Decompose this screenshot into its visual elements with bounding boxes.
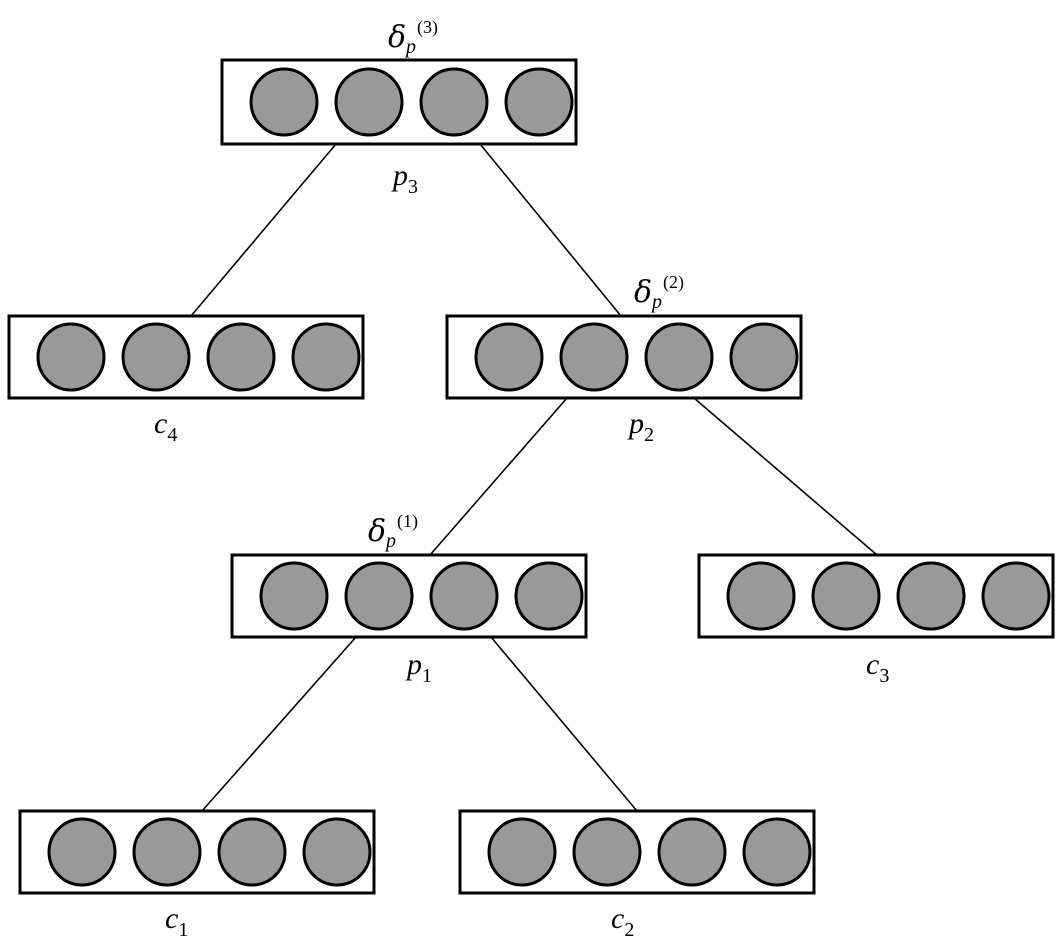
- svg-text:p: p: [650, 291, 662, 313]
- unit-circle: [36, 322, 106, 392]
- node-label-p1: p1: [405, 648, 432, 687]
- unit-circle: [504, 67, 574, 137]
- node-label-c1: c1: [165, 902, 188, 941]
- unit-circle: [811, 561, 881, 631]
- unit-circle: [259, 561, 329, 631]
- unit-circle: [474, 322, 544, 392]
- unit-circle: [47, 817, 117, 887]
- node-label-p2: p2: [627, 407, 654, 446]
- node-c2: c2: [458, 809, 816, 941]
- unit-circle: [572, 817, 642, 887]
- unit-circle: [644, 322, 714, 392]
- unit-circle: [291, 322, 361, 392]
- edge-p3-p2: [479, 143, 622, 317]
- edge-p2-c3: [693, 397, 878, 556]
- node-label-c3: c3: [866, 648, 889, 687]
- svg-text:δ: δ: [634, 275, 652, 310]
- unit-circle: [429, 561, 499, 631]
- svg-text:δ: δ: [388, 20, 406, 55]
- edge-p1-c2: [490, 636, 638, 812]
- unit-circle: [344, 561, 414, 631]
- svg-text:(1): (1): [397, 511, 418, 532]
- unit-circle: [729, 322, 799, 392]
- svg-text:p: p: [384, 530, 396, 552]
- unit-circle: [487, 817, 557, 887]
- unit-circle: [132, 817, 202, 887]
- node-label-p3: p3: [391, 159, 418, 198]
- unit-circle: [559, 322, 629, 392]
- unit-circle: [896, 561, 966, 631]
- unit-circle: [217, 817, 287, 887]
- unit-circle: [514, 561, 584, 631]
- unit-circle: [334, 67, 404, 137]
- unit-circle: [419, 67, 489, 137]
- node-c4: c4: [7, 314, 365, 446]
- edges: [190, 143, 878, 812]
- unit-circle: [121, 322, 191, 392]
- svg-text:δ: δ: [368, 514, 386, 549]
- node-c3: c3: [697, 553, 1055, 687]
- unit-circle: [206, 322, 276, 392]
- unit-circle: [657, 817, 727, 887]
- edge-p2-p1: [429, 397, 568, 556]
- unit-circle: [302, 817, 372, 887]
- unit-circle: [726, 561, 796, 631]
- node-label-c2: c2: [611, 902, 634, 941]
- svg-text:(2): (2): [663, 272, 684, 293]
- unit-circle: [249, 67, 319, 137]
- node-c1: c1: [18, 809, 376, 941]
- edge-p1-c1: [201, 636, 357, 812]
- unit-circle: [742, 817, 812, 887]
- edge-p3-c4: [190, 143, 337, 317]
- node-label-c4: c4: [154, 407, 177, 446]
- svg-text:(3): (3): [417, 17, 438, 38]
- unit-circle: [981, 561, 1051, 631]
- svg-text:p: p: [404, 36, 416, 58]
